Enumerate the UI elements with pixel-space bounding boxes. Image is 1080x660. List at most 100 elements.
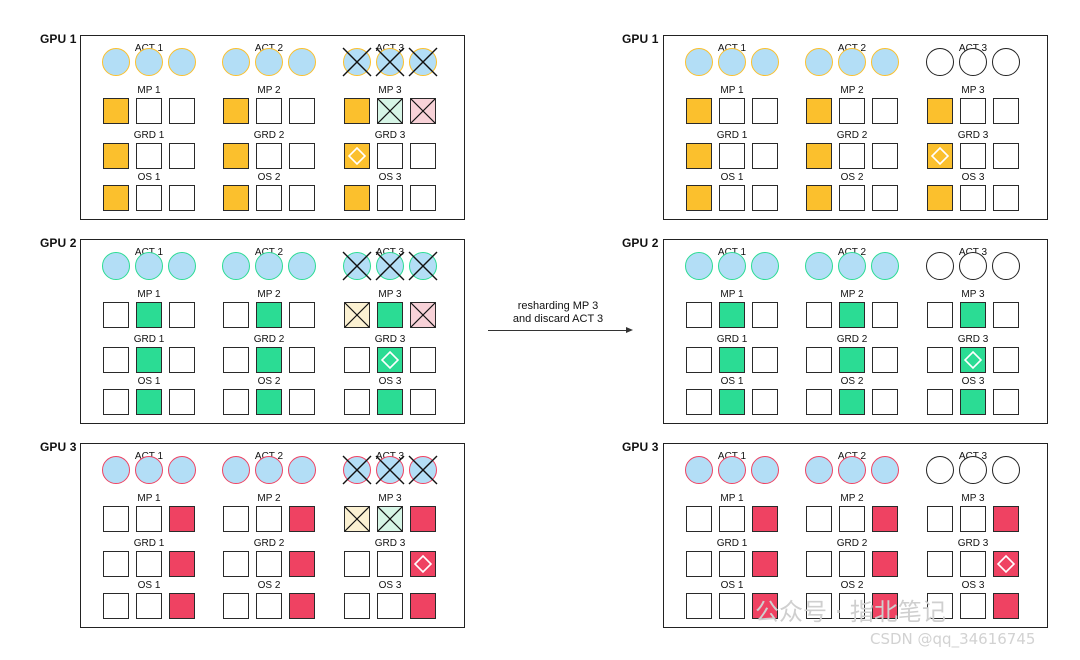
mp-2-shard-2 <box>256 302 282 328</box>
os-1-shard-2 <box>136 593 162 619</box>
mp-1-shard-1 <box>103 302 129 328</box>
mp-1-label: MP 1 <box>137 493 161 504</box>
mp-1-shard-3 <box>169 506 195 532</box>
act-2-circle <box>222 252 250 280</box>
mp-1-shard-1 <box>103 506 129 532</box>
mp-3-shard-1 <box>927 506 953 532</box>
act-1-circle <box>751 48 779 76</box>
grd-3-shard-2 <box>960 551 986 577</box>
os-1-shard-1 <box>686 185 712 211</box>
os-1-shard-3 <box>752 593 778 619</box>
diamond-icon <box>996 554 1016 574</box>
arrow-label-line1: resharding MP 3 <box>517 300 599 312</box>
mp-3-label: MP 3 <box>378 289 402 300</box>
os-1-shard-1 <box>686 593 712 619</box>
mp-3-shard-3 <box>410 506 436 532</box>
discard-cross-icon <box>375 251 405 281</box>
mp-1-shard-1 <box>103 98 129 124</box>
mp-2-label: MP 2 <box>840 493 864 504</box>
mp-3-shard-2 <box>960 302 986 328</box>
act-2-circle <box>805 252 833 280</box>
grd-1-shard-3 <box>169 551 195 577</box>
os-1-shard-1 <box>103 389 129 415</box>
grd-2-shard-1 <box>806 143 832 169</box>
reshard-arrow: resharding MP 3 and discard ACT 3 <box>488 300 638 340</box>
act-1-circle <box>685 48 713 76</box>
act-1-circle <box>718 48 746 76</box>
grd-3-shard-1 <box>927 347 953 373</box>
mp-3-shard-3 <box>993 98 1019 124</box>
act-1-circle <box>718 252 746 280</box>
mp-3-shard-3 <box>993 506 1019 532</box>
grd-2-label: GRD 2 <box>836 538 868 549</box>
os-1-shard-3 <box>752 389 778 415</box>
os-3-shard-1 <box>344 593 370 619</box>
grd-2-label: GRD 2 <box>836 130 868 141</box>
csdn-watermark: CSDN @qq_34616745 <box>870 630 1036 648</box>
os-2-shard-2 <box>256 185 282 211</box>
act-1-circle <box>751 252 779 280</box>
os-3-label: OS 3 <box>961 172 985 183</box>
arrow-head-icon <box>626 327 633 333</box>
act-2-circle <box>871 252 899 280</box>
mp-2-shard-3 <box>872 98 898 124</box>
grd-2-shard-2 <box>839 551 865 577</box>
grd-3-label: GRD 3 <box>374 130 406 141</box>
grd-2-shard-2 <box>839 143 865 169</box>
grd-3-shard-1 <box>344 347 370 373</box>
arrow-label-line2: and discard ACT 3 <box>512 313 604 325</box>
os-2-label: OS 2 <box>257 580 281 591</box>
os-1-shard-2 <box>719 593 745 619</box>
act-2-circle <box>871 48 899 76</box>
os-1-shard-3 <box>169 593 195 619</box>
act-3-circle <box>408 455 438 485</box>
gpu1-after-label: GPU 1 <box>622 32 659 46</box>
os-3-shard-3 <box>410 389 436 415</box>
grd-3-shard-3 <box>410 347 436 373</box>
grd-2-shard-1 <box>806 347 832 373</box>
grd-2-shard-3 <box>289 551 315 577</box>
os-1-shard-2 <box>719 185 745 211</box>
grd-2-shard-3 <box>872 551 898 577</box>
os-1-label: OS 1 <box>720 580 744 591</box>
act-3-circle <box>342 251 372 281</box>
os-1-label: OS 1 <box>137 172 161 183</box>
mp-3-shard-1 <box>344 302 370 328</box>
act-3-circle <box>959 48 987 76</box>
mp-2-shard-2 <box>839 98 865 124</box>
os-3-shard-2 <box>960 593 986 619</box>
os-2-shard-3 <box>872 389 898 415</box>
diamond-icon <box>963 350 983 370</box>
mp-3-shard-2 <box>377 98 403 124</box>
mp-3-shard-2 <box>377 302 403 328</box>
grd-3-shard-2 <box>377 347 403 373</box>
mp-2-shard-3 <box>872 302 898 328</box>
os-2-shard-2 <box>839 185 865 211</box>
os-2-shard-3 <box>872 593 898 619</box>
mp-2-shard-2 <box>839 506 865 532</box>
mp-1-shard-2 <box>136 98 162 124</box>
act-3-circle <box>992 252 1020 280</box>
mp-2-label: MP 2 <box>840 289 864 300</box>
act-2-circle <box>288 48 316 76</box>
grd-3-shard-1 <box>927 551 953 577</box>
os-3-label: OS 3 <box>961 376 985 387</box>
grd-1-shard-2 <box>136 347 162 373</box>
os-3-label: OS 3 <box>961 580 985 591</box>
os-2-shard-3 <box>289 185 315 211</box>
os-3-shard-1 <box>927 593 953 619</box>
act-1-circle <box>135 252 163 280</box>
grd-2-shard-2 <box>256 143 282 169</box>
grd-3-label: GRD 3 <box>374 334 406 345</box>
mp-2-shard-1 <box>806 98 832 124</box>
grd-1-label: GRD 1 <box>716 130 748 141</box>
discard-cross-icon <box>408 47 438 77</box>
mp-3-shard-2 <box>960 98 986 124</box>
grd-3-label: GRD 3 <box>374 538 406 549</box>
act-1-circle <box>718 456 746 484</box>
mp-3-label: MP 3 <box>961 85 985 96</box>
mp-1-shard-2 <box>719 98 745 124</box>
grd-1-shard-1 <box>103 347 129 373</box>
